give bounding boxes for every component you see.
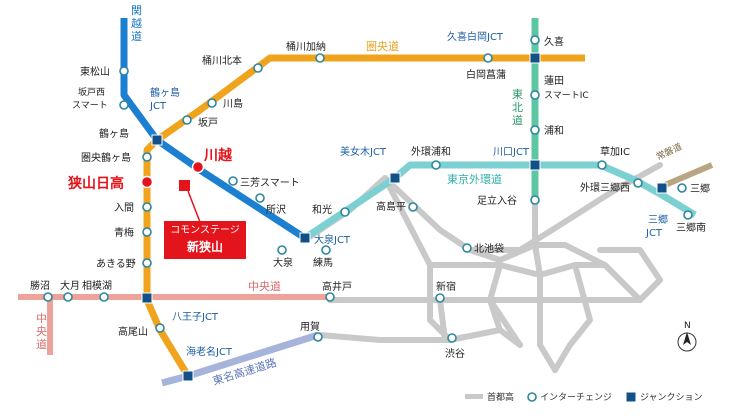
ic-yoga: 用賀 xyxy=(300,321,320,333)
ic-miyoshi-smart: 三芳スマート xyxy=(240,176,300,189)
ic-takaido: 高井戸 xyxy=(322,280,352,293)
property-label: コモンステージ 新狭山 xyxy=(164,221,246,259)
chuo-vertical-label-2: 央 xyxy=(36,325,47,338)
ic-sayama-hidaka: 狭山日高 xyxy=(67,175,124,192)
jct-ebina: 海老名JCT xyxy=(186,345,233,358)
ic-hasuda-2: スマートIC xyxy=(544,91,589,101)
ic-sakado-nishi-1: 坂戸西 xyxy=(78,87,105,98)
ic-kawagoe: 川越 xyxy=(203,147,233,164)
ic-misato: 三郷 xyxy=(690,183,710,195)
jct-kawaguchi: 川口JCT xyxy=(493,147,530,158)
north-compass: N xyxy=(677,321,697,352)
kanetsu-label-2: 越 xyxy=(131,16,142,30)
jct-kuki-shiraoka: 久喜白岡JCT xyxy=(447,30,504,43)
ic-okegawa-kitamoto: 桶川北本 xyxy=(202,54,242,67)
ic-misato-minami: 三郷南 xyxy=(676,221,706,234)
ic-tokorozawa: 所沢 xyxy=(266,203,286,216)
ic-oizumi: 大泉 xyxy=(273,256,293,269)
legend-interchange-label: インターチェンジ xyxy=(540,392,612,403)
property-name-line1: コモンステージ xyxy=(170,225,240,236)
jct-misato-1: 三郷 xyxy=(648,214,668,226)
junction-markers xyxy=(141,52,668,382)
joban-label: 常磐道 xyxy=(654,140,684,162)
ic-kawajima: 川島 xyxy=(223,97,243,110)
ic-sakado: 坂戸 xyxy=(198,117,218,129)
tohoku-label-3: 道 xyxy=(512,113,523,127)
legend: 首都高 インターチェンジ ジャンクション xyxy=(465,391,703,403)
kanetsu-label-1: 関 xyxy=(131,4,142,17)
jct-tsurugashima-1: 鶴ヶ島 xyxy=(150,86,180,99)
jct-tsurugashima-2: JCT xyxy=(149,101,167,112)
ic-tsurugashima: 鶴ヶ島 xyxy=(99,127,129,140)
ic-okegawa-kano: 桶川加納 xyxy=(286,40,326,53)
ic-soka: 草加IC xyxy=(600,146,630,158)
sayama-hidaka-marker xyxy=(140,175,154,189)
chuo-label: 中央道 xyxy=(248,279,281,293)
joban-road xyxy=(663,162,714,188)
kanetsu-label-3: 道 xyxy=(131,29,142,43)
jct-hachioji: 八王子JCT xyxy=(172,311,219,323)
tohoku-label-2: 北 xyxy=(512,101,523,114)
ic-nerima: 練馬 xyxy=(313,256,333,269)
ic-shinjuku: 新宿 xyxy=(436,280,456,293)
shutoko-network xyxy=(302,162,663,373)
tohoku-label-1: 東 xyxy=(512,88,523,101)
property-leader-line xyxy=(187,190,201,223)
ic-hasuda-1: 蓮田 xyxy=(544,74,564,87)
compass-north-label: N xyxy=(684,321,691,331)
ic-gaikan-misato-nishi: 外環三郷西 xyxy=(580,182,630,194)
ken-o-road xyxy=(143,54,585,300)
ic-urawa: 浦和 xyxy=(544,124,564,137)
property-name-line2: 新狭山 xyxy=(186,240,223,254)
jct-bijogi: 美女木JCT xyxy=(340,145,387,158)
interchange-markers xyxy=(43,35,693,343)
ic-katsunuma: 勝沼 xyxy=(30,279,50,292)
jct-misato-2: JCT xyxy=(645,228,663,239)
ic-kenou-tsurugashima: 圏央鶴ヶ島 xyxy=(81,151,131,164)
ic-shiraoka-shobu: 白岡菖蒲 xyxy=(466,68,506,81)
ic-kuki: 久喜 xyxy=(544,35,564,48)
ic-iruma: 入間 xyxy=(114,202,134,214)
ic-sakado-nishi-2: スマート xyxy=(72,101,108,111)
ken-o-label: 圏央道 xyxy=(366,39,399,53)
ic-otsuki: 大月 xyxy=(60,279,80,292)
ic-kitaikebukuro: 北池袋 xyxy=(474,242,504,255)
ic-gaikan-urawa: 外環浦和 xyxy=(411,145,451,158)
chuo-vertical-label-1: 中 xyxy=(36,312,47,325)
ic-adachi-iriya: 足立入谷 xyxy=(477,194,517,207)
legend-shutoko-label: 首都高 xyxy=(487,391,514,403)
ic-shibuya: 渋谷 xyxy=(445,347,465,360)
ic-higashi-matsuyama: 東松山 xyxy=(80,65,110,78)
gaikan-label: 東京外環道 xyxy=(447,172,502,186)
jct-oizumi: 大泉JCT xyxy=(314,233,351,246)
ic-takashimadaira: 高島平 xyxy=(376,200,406,213)
ic-wako: 和光 xyxy=(312,203,332,216)
ic-ome: 青梅 xyxy=(114,226,134,239)
kawagoe-marker xyxy=(191,160,205,174)
legend-junction-label: ジャンクション xyxy=(640,392,703,403)
ic-akiruno: あきる野 xyxy=(96,258,136,270)
ic-sagamiko: 相模湖 xyxy=(82,279,112,292)
property-marker xyxy=(179,180,190,191)
ic-takaozan: 高尾山 xyxy=(118,325,148,338)
chuo-vertical-label-3: 道 xyxy=(36,337,47,351)
